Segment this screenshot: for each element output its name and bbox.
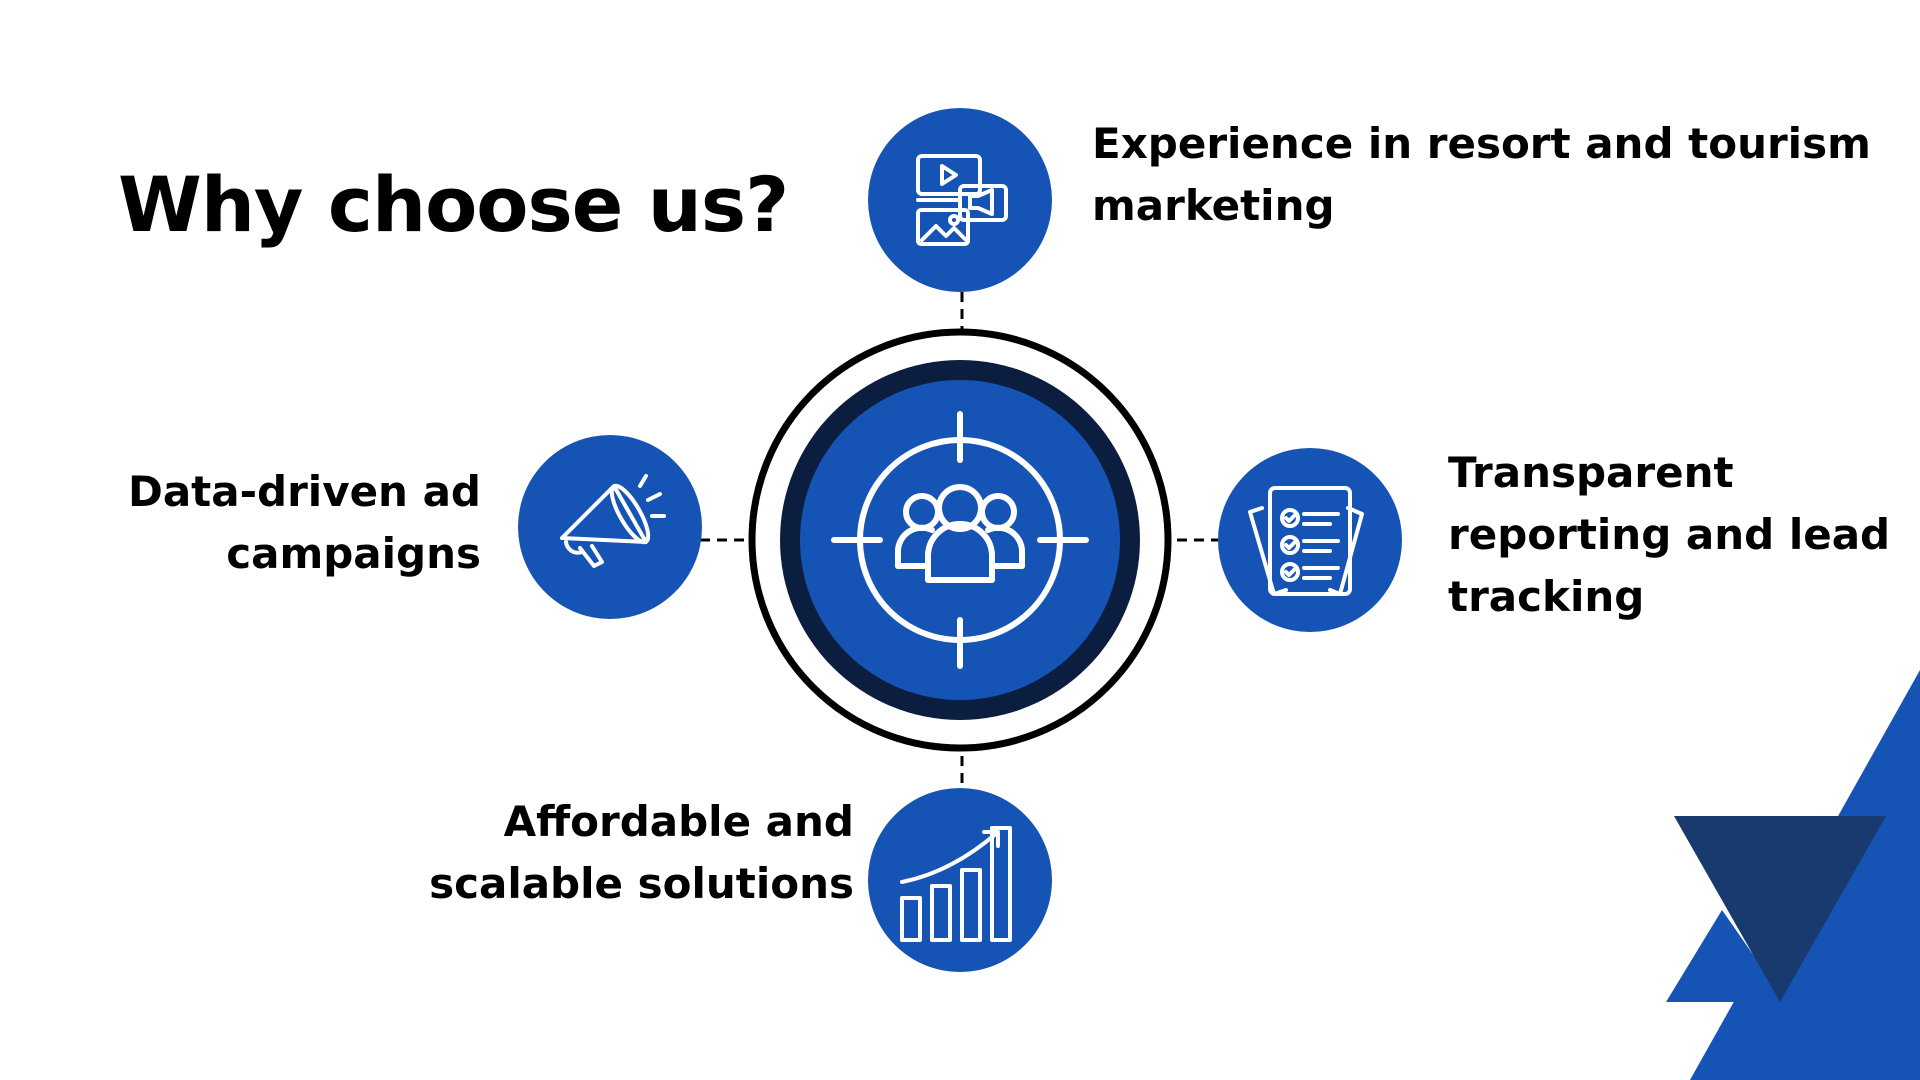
hub-blue-disc [800, 380, 1120, 700]
decor-triangle-small [1666, 910, 1786, 1002]
item-label-line: reporting and lead [1448, 510, 1891, 559]
growth-chart-icon [900, 826, 1012, 942]
item-label-transparent: Transparent reporting and lead tracking [1448, 442, 1890, 628]
item-label-line: marketing [1092, 181, 1335, 230]
megaphone-icon [560, 474, 666, 568]
node-affordable [868, 788, 1052, 972]
report-checklist-icon [1248, 486, 1364, 596]
item-label-line: Data-driven ad [127, 467, 481, 516]
media-marketing-icon [916, 154, 1008, 246]
corner-decoration [1666, 670, 1920, 1080]
item-label-line: tracking [1448, 572, 1645, 621]
target-audience-icon [831, 411, 1089, 669]
decor-triangle-navy [1674, 816, 1886, 1002]
node-transparent [1218, 448, 1402, 632]
item-label-line: scalable solutions [429, 859, 854, 908]
item-label-data-driven: Data-driven ad campaigns [128, 461, 481, 585]
item-label-affordable: Affordable and scalable solutions [429, 791, 854, 915]
item-label-line: campaigns [226, 529, 481, 578]
item-label-line: Experience in resort and tourism [1092, 119, 1871, 168]
node-data-driven [518, 435, 702, 619]
node-experience [868, 108, 1052, 292]
page-title: Why choose us? [118, 160, 789, 249]
item-label-line: Affordable and [503, 797, 854, 846]
item-label-line: Transparent [1448, 448, 1734, 497]
node-data-driven-circle [518, 435, 702, 619]
item-label-experience: Experience in resort and tourism marketi… [1092, 113, 1871, 237]
central-hub [748, 328, 1172, 752]
